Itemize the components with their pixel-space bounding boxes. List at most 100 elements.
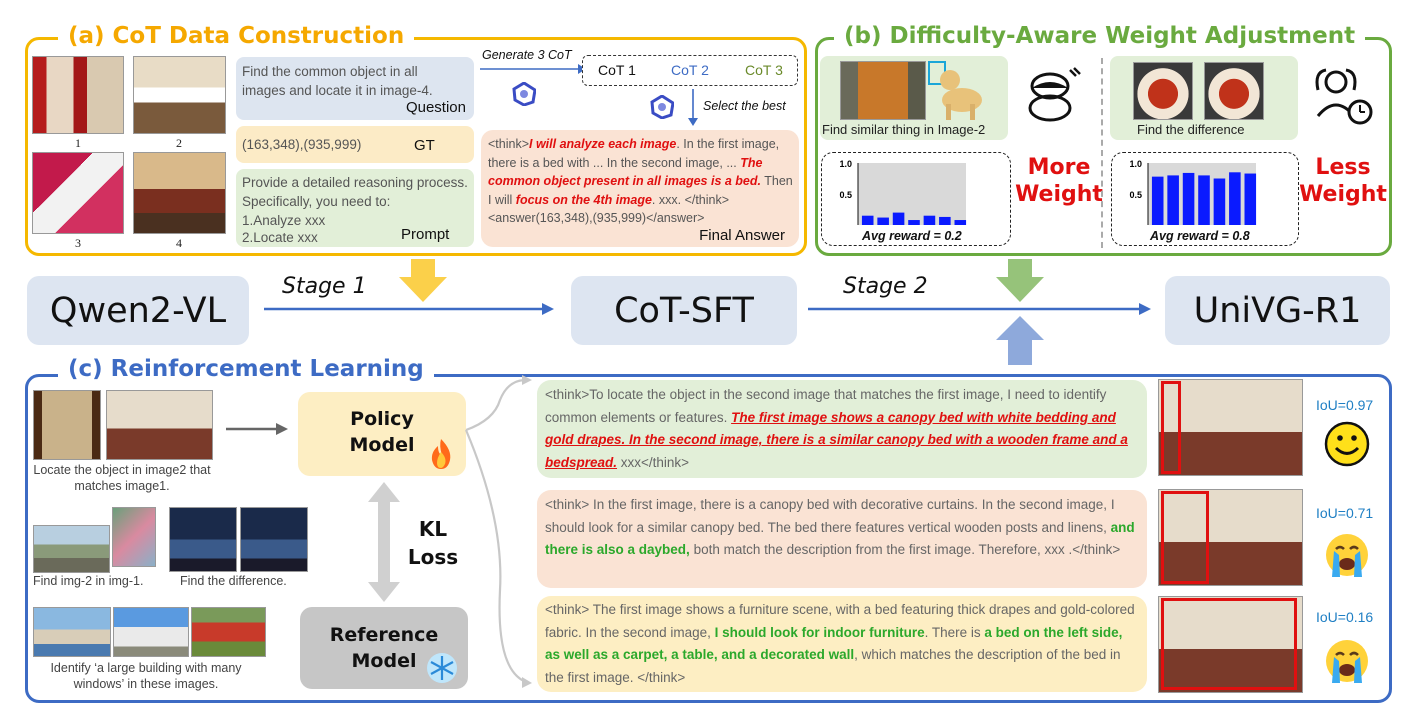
stage-qwen2-vl: Qwen2-VL: [27, 276, 249, 345]
image-3-caption: 3: [75, 236, 81, 250]
panel-cot-data-construction: [25, 37, 807, 256]
chart-2-bar: [1151, 176, 1164, 225]
kl-loss-arrow: [368, 482, 400, 602]
stage-2-label: Stage 2: [843, 274, 928, 299]
prompt-text-3: 2.Locate xxx: [242, 230, 318, 245]
image-4-caption: 4: [176, 236, 182, 250]
answer-part-3: Then I will: [488, 174, 793, 207]
chart-1-bar: [954, 220, 967, 225]
ai-logo-icon-2: [650, 94, 675, 120]
chart-1-ytick: 1.0: [839, 159, 852, 169]
task1-image-1: [33, 390, 101, 460]
response-1-box: <think>To locate the object in the secon…: [537, 380, 1147, 478]
less-weight-line-2: Weight: [1299, 182, 1387, 207]
chart-1-bar: [861, 215, 874, 225]
crying-face-icon-2: [1324, 637, 1370, 687]
chart-1-ytick: 0.5: [839, 190, 852, 200]
chart-2-frame: 1.0 0.5 Avg reward = 0.8: [1111, 152, 1299, 246]
select-best-label: Select the best: [703, 99, 786, 113]
stage-cot-sft: CoT-SFT: [571, 276, 797, 345]
generate-arrow: [480, 64, 586, 74]
chart-2-annotation: Avg reward = 0.8: [1150, 229, 1250, 243]
iou-2: IoU=0.71: [1316, 505, 1374, 521]
chart-1-plot-area: [858, 163, 966, 225]
tiger-image: [840, 61, 926, 120]
chart-2: 1.0 0.5: [1129, 159, 1257, 225]
bbox-3: [1161, 598, 1297, 690]
cot-option-1: CoT 1: [598, 62, 636, 78]
response-3-part-2: . There is: [924, 624, 985, 640]
prompt-text-1: Provide a detailed reasoning process. Sp…: [242, 175, 468, 209]
chart-1-annotation: Avg reward = 0.2: [862, 229, 962, 243]
response-1-text: <think>To locate the object in the secon…: [545, 384, 1140, 474]
panel-b-down-arrow: [996, 259, 1044, 302]
prompt-box: Provide a detailed reasoning process. Sp…: [236, 169, 474, 247]
chart-1-bar: [877, 217, 889, 225]
response-1-part-1: <think>To locate the object in the secon…: [545, 387, 1107, 425]
response-2-part-1: <think> In the first image, there is a c…: [545, 497, 1115, 535]
snowflake-icon: [426, 652, 458, 684]
chart-1-bar: [908, 220, 920, 225]
response-3-green-1: I should look for indoor furniture: [714, 624, 925, 640]
policy-model-label: Policy Model: [298, 406, 466, 458]
task1-image-2: [106, 390, 213, 460]
less-weight-label: Less Weight: [1298, 154, 1388, 208]
answer-part-2: . In the first image, there is a bed wit…: [488, 137, 780, 170]
final-answer-text: <think>I will analyze each image. In the…: [488, 135, 793, 228]
chart-1-frame: 1.0 0.5 Avg reward = 0.2: [821, 152, 1011, 246]
reference-model-line-1: Reference: [329, 624, 439, 646]
chart-2-ytick: 1.0: [1129, 159, 1142, 169]
response-1-part-2: xxx</think>: [617, 454, 690, 470]
chart-2-bar: [1182, 172, 1195, 225]
cot-option-2: CoT 2: [671, 62, 709, 78]
kl-loss-line-2: Loss: [407, 545, 459, 569]
chart-2-bar: [1198, 175, 1210, 225]
stage-2-arrow: [808, 303, 1151, 315]
chart-2-bar: [1244, 173, 1257, 225]
image-1-caption: 1: [75, 136, 81, 150]
reference-model-line-2: Model: [351, 650, 417, 672]
task-to-policy-arrow: [226, 423, 288, 435]
crying-face-icon-1: [1324, 531, 1370, 581]
task2-image-2: [112, 507, 156, 567]
answer-red-2: The common object present in all images …: [488, 155, 763, 189]
final-answer-label: Final Answer: [699, 227, 785, 244]
chart-2-ytick: 0.5: [1129, 190, 1142, 200]
less-weight-line-1: Less: [1315, 155, 1371, 180]
ai-logo-icon: [512, 81, 537, 107]
kl-loss-line-1: KL: [418, 517, 448, 541]
policy-model-box: Policy Model: [298, 392, 466, 476]
task4-caption: Identify ‘a large building with many win…: [50, 661, 242, 691]
food-image-1: [1133, 62, 1193, 120]
panel-c-title: (c) Reinforcement Learning: [58, 354, 434, 384]
task4-image-1: [33, 607, 111, 657]
generate-cot-label: Generate 3 CoT: [482, 48, 572, 62]
question-text: Find the common object in all images and…: [242, 64, 433, 98]
cot-options-box: CoT 1 CoT 2 CoT 3: [582, 55, 798, 86]
policy-output-curves: [464, 375, 532, 688]
task1-caption: Locate the object in image2 that matches…: [33, 463, 211, 493]
policy-model-line-1: Policy: [350, 408, 414, 430]
bbox-1: [1161, 381, 1181, 474]
response-2-green: and there is also a daybed,: [545, 519, 1135, 558]
stage-1-label: Stage 1: [282, 274, 367, 299]
prompt-text-2: 1.Analyze xxx: [242, 213, 326, 228]
answer-part-5: <answer(163,348),(935,999)</answer>: [488, 211, 705, 225]
chart-1-bar: [892, 212, 905, 225]
worried-person-icon: [1022, 66, 1082, 122]
panel-a-down-arrow: [399, 259, 447, 302]
task4-image-2: [113, 607, 189, 657]
question-label: Question: [405, 99, 466, 116]
right-task-caption: Find the difference: [1137, 122, 1245, 137]
gt-text: (163,348),(935,999): [242, 137, 362, 152]
more-weight-line-1: More: [1027, 155, 1091, 180]
gt-label: GT: [414, 137, 435, 154]
smiley-face-icon: [1324, 421, 1370, 467]
panel-b-title: (b) Difficulty-Aware Weight Adjustment: [834, 21, 1366, 51]
bbox-2: [1161, 491, 1209, 584]
panel-b-divider: [1101, 58, 1103, 248]
response-2-text: <think> In the first image, there is a c…: [545, 494, 1140, 562]
panel-c-up-arrow: [996, 316, 1044, 365]
response-3-green-2: a bed on the left side, as well as a car…: [545, 624, 1123, 663]
response-3-box: <think> The first image shows a furnitur…: [537, 596, 1147, 692]
